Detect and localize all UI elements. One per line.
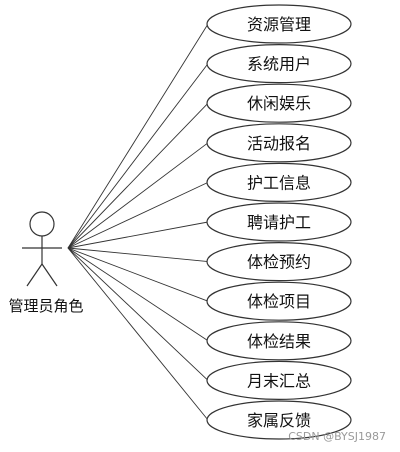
use-case-ellipse[interactable] — [206, 400, 352, 440]
use-case-label: 护工信息 — [247, 173, 311, 192]
association-line — [67, 221, 209, 249]
use-case-ellipse[interactable] — [206, 43, 352, 84]
association-line — [67, 181, 209, 249]
use-case-ellipse[interactable] — [206, 123, 352, 163]
association-line — [67, 63, 209, 249]
actor-left-leg — [26, 263, 43, 287]
use-case-label: 体检项目 — [247, 292, 311, 311]
actor-right-leg — [41, 263, 58, 287]
use-case-label: 活动报名 — [247, 134, 311, 153]
use-case[interactable]: 护工信息 — [206, 162, 352, 202]
use-case[interactable]: 休闲娱乐 — [206, 83, 352, 123]
use-case-ellipse[interactable] — [206, 242, 352, 282]
use-case-label: 家属反馈 — [247, 411, 311, 430]
use-case[interactable]: 系统用户 — [206, 43, 352, 84]
use-case[interactable]: 体检预约 — [206, 242, 352, 282]
association-line — [67, 247, 209, 302]
use-case-label: 聘请护工 — [247, 213, 311, 232]
use-case[interactable]: 资源管理 — [206, 4, 352, 44]
association-line — [67, 247, 209, 381]
use-case[interactable]: 活动报名 — [206, 123, 352, 163]
association-line — [67, 247, 209, 421]
use-case[interactable]: 聘请护工 — [206, 202, 352, 242]
use-case-label: 系统用户 — [247, 55, 311, 74]
use-case[interactable]: 体检结果 — [206, 321, 352, 361]
use-case-list: 资源管理系统用户休闲娱乐活动报名护工信息聘请护工体检预约体检项目体检结果月末汇总… — [206, 4, 352, 440]
association-line — [67, 23, 209, 249]
use-case[interactable]: 家属反馈 — [206, 400, 352, 440]
use-case-ellipse[interactable] — [206, 281, 352, 321]
use-case-ellipse[interactable] — [206, 4, 352, 44]
association-line — [67, 247, 209, 342]
association-lines — [67, 23, 209, 421]
use-case-ellipse[interactable] — [206, 321, 352, 361]
association-line — [67, 142, 209, 249]
use-case-label: 休闲娱乐 — [247, 94, 311, 113]
association-line — [67, 247, 209, 263]
association-line — [67, 102, 209, 249]
watermark: CSDN @BYSJ1987 — [288, 430, 386, 443]
use-case[interactable]: 体检项目 — [206, 281, 352, 321]
use-case-ellipse[interactable] — [206, 360, 352, 400]
use-case-ellipse[interactable] — [206, 83, 352, 123]
use-case-label: 月末汇总 — [247, 371, 311, 390]
use-case-label: 体检预约 — [247, 253, 311, 272]
actor-name: 管理员角色 — [8, 297, 83, 315]
use-case-label: 资源管理 — [247, 15, 311, 34]
actor-head — [29, 211, 55, 237]
use-case[interactable]: 月末汇总 — [206, 360, 352, 400]
actor-figure: 管理员角色 — [8, 211, 84, 315]
use-case-ellipse[interactable] — [206, 162, 352, 202]
use-case-label: 体检结果 — [247, 332, 311, 351]
use-case-ellipse[interactable] — [206, 202, 352, 242]
